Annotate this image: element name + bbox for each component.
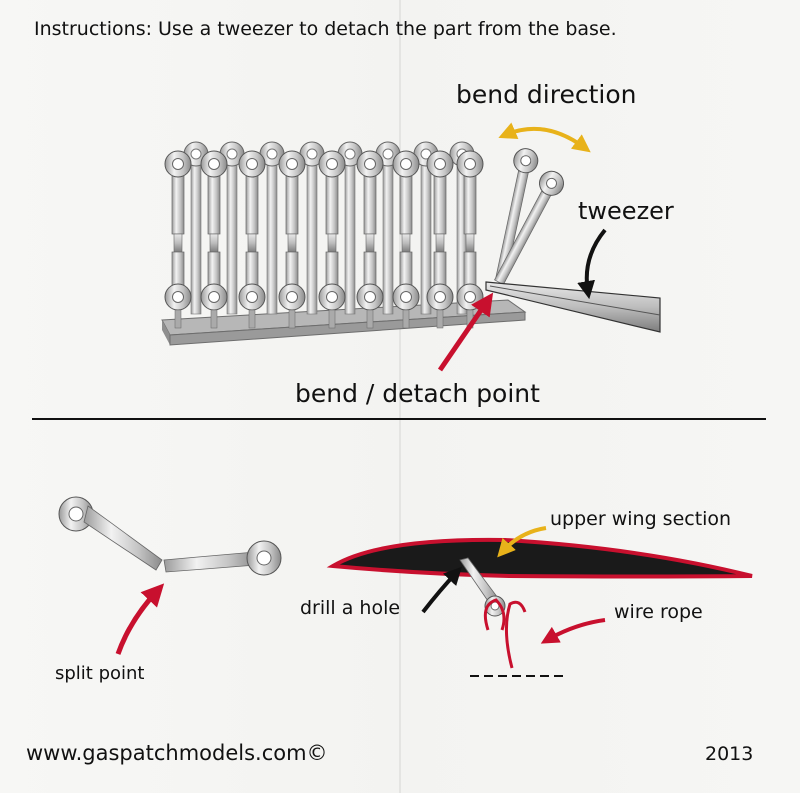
wire-rope-label: wire rope xyxy=(614,601,703,623)
inserted-part xyxy=(459,557,506,617)
upper-wing-arrow xyxy=(497,526,547,558)
website-link[interactable]: www.gaspatchmodels.com© xyxy=(26,741,328,765)
detach-point-arrow xyxy=(437,292,494,372)
bend-direction-label: bend direction xyxy=(456,80,637,109)
bent-part xyxy=(494,148,565,286)
year-label: 2013 xyxy=(705,743,754,765)
bend-direction-arrow xyxy=(498,122,591,153)
turnbuckle-row-back xyxy=(183,141,475,315)
tweezer-label: tweezer xyxy=(578,197,674,225)
drill-a-hole-label: drill a hole xyxy=(300,597,401,619)
wire-rope-right xyxy=(504,600,527,669)
instructions-text: Instructions: Use a tweezer to detach th… xyxy=(34,18,617,40)
wing-cross-section xyxy=(326,537,753,579)
tweezer-pointer-arrow xyxy=(577,228,607,300)
tweezer-tool xyxy=(485,281,661,333)
split-point-arrow xyxy=(115,583,165,655)
turnbuckle-row-front xyxy=(164,150,484,329)
wire-rope-arrow xyxy=(540,618,606,644)
split-point-label: split point xyxy=(55,663,145,684)
split-part-illustration xyxy=(58,496,282,576)
bend-detach-point-label: bend / detach point xyxy=(295,379,540,408)
wire-rope-left xyxy=(483,598,506,631)
drill-hole-arrow xyxy=(421,566,462,614)
upper-wing-section-label: upper wing section xyxy=(550,508,732,530)
